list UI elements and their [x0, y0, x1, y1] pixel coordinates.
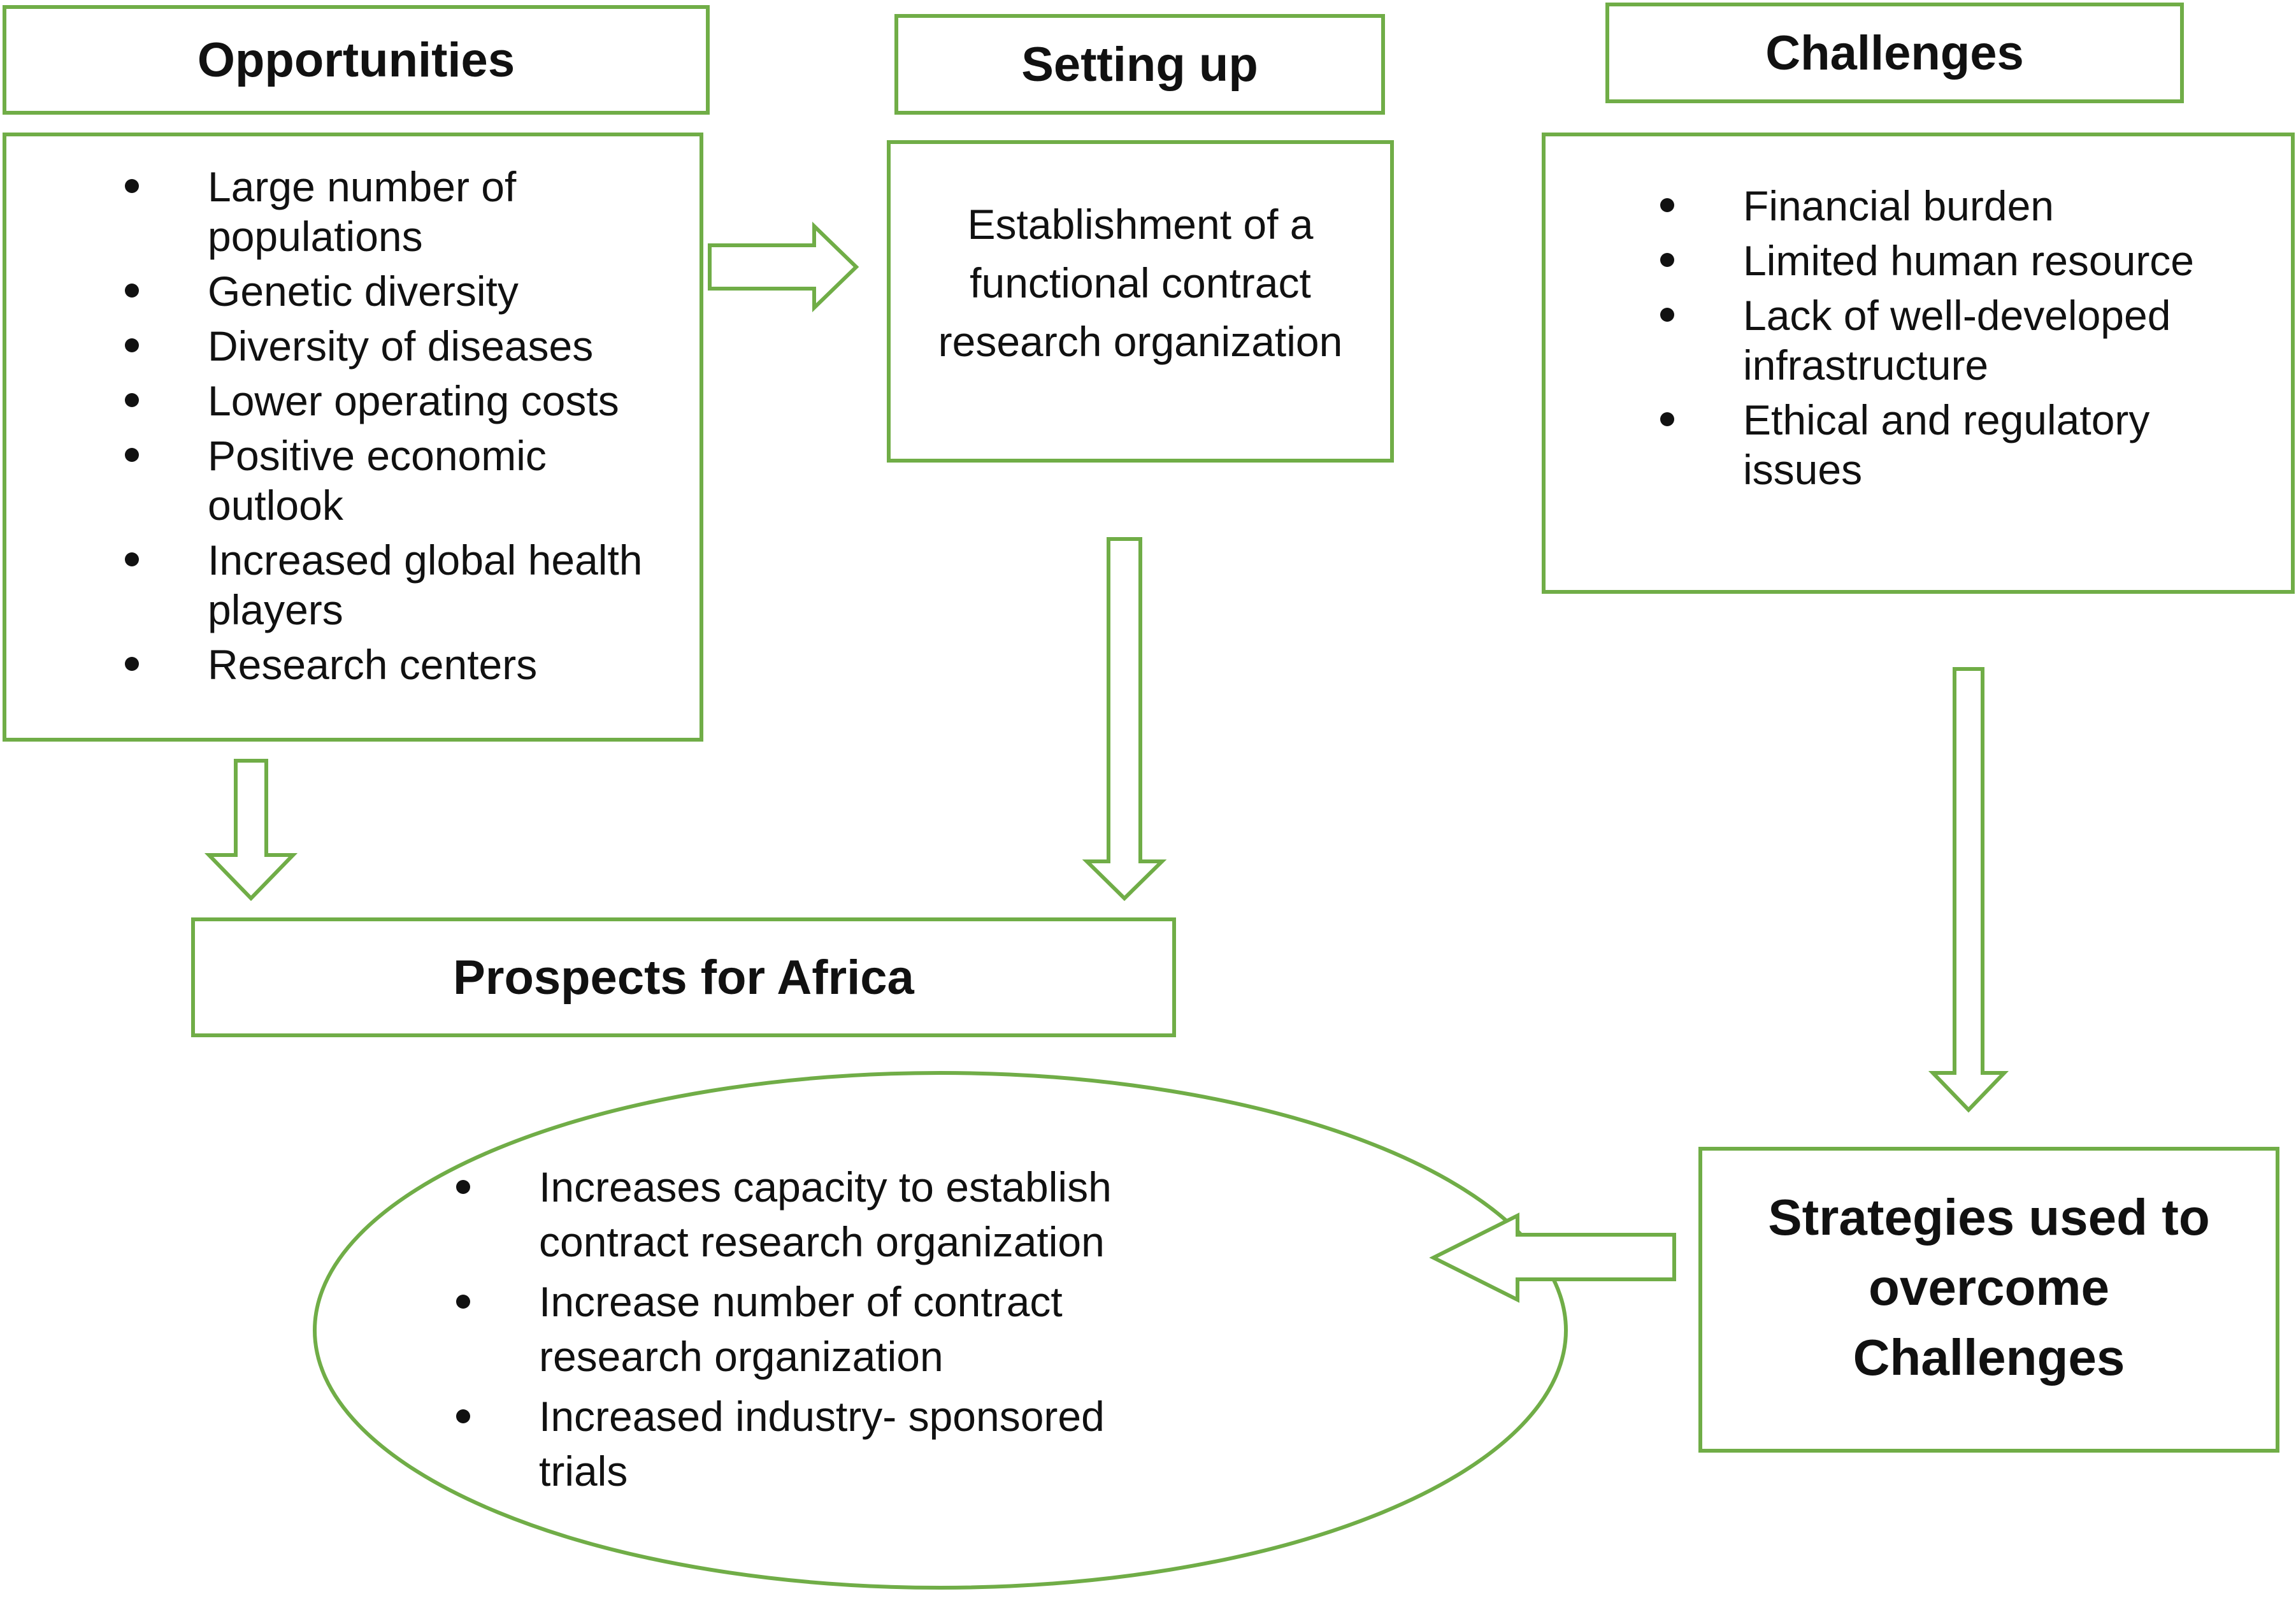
challenges-box: Financial burden Limited human resource …	[1542, 133, 2295, 594]
bullet-icon	[1660, 198, 1674, 212]
bullet-icon	[125, 393, 139, 407]
bullet-icon	[125, 284, 139, 298]
list-item: Increased industry- sponsored trials	[456, 1389, 1182, 1499]
opportunity-text: Genetic diversity	[208, 268, 519, 315]
challenges-title: Challenges	[1765, 25, 2024, 80]
bullet-icon	[456, 1295, 470, 1309]
prospects-header: Prospects for Africa	[191, 917, 1176, 1037]
list-item: Diversity of diseases	[125, 321, 685, 371]
challenges-list: Financial burden Limited human resource …	[1660, 181, 2234, 500]
list-item: Ethical and regulatory issues	[1660, 395, 2234, 494]
challenge-text: Ethical and regulatory issues	[1743, 396, 2150, 493]
list-item: Increase number of contract research org…	[456, 1274, 1182, 1384]
prospect-text: Increases capacity to establish contract…	[539, 1163, 1112, 1265]
challenge-text: Limited human resource	[1743, 237, 2195, 284]
list-item: Increases capacity to establish contract…	[456, 1160, 1182, 1269]
arrow-left-icon	[1429, 1212, 1676, 1303]
list-item: Lower operating costs	[125, 376, 685, 426]
opportunity-text: Research centers	[208, 641, 538, 688]
setting-up-box: Establishment of a functional contract r…	[887, 140, 1394, 463]
list-item: Large number of populations	[125, 162, 685, 261]
bullet-icon	[456, 1180, 470, 1194]
opportunities-title: Opportunities	[197, 32, 515, 87]
opportunities-list: Large number of populations Genetic dive…	[125, 162, 685, 694]
list-item: Genetic diversity	[125, 266, 685, 316]
challenge-text: Financial burden	[1743, 182, 2054, 229]
prospect-text: Increased industry- sponsored trials	[539, 1393, 1105, 1495]
setting-up-header: Setting up	[894, 14, 1385, 115]
bullet-icon	[125, 338, 139, 352]
challenges-header: Challenges	[1605, 3, 2184, 103]
opportunities-box: Large number of populations Genetic dive…	[3, 133, 703, 742]
list-item: Lack of well-developed infrastructure	[1660, 291, 2234, 390]
opportunity-text: Positive economic outlook	[208, 432, 547, 529]
arrow-right-icon	[708, 221, 859, 313]
opportunities-header: Opportunities	[3, 5, 710, 115]
list-item: Financial burden	[1660, 181, 2234, 231]
arrow-down-icon	[1082, 537, 1167, 902]
arrow-down-icon	[1928, 667, 2009, 1113]
list-item: Research centers	[125, 640, 685, 689]
prospect-text: Increase number of contract research org…	[539, 1278, 1063, 1380]
prospects-title: Prospects for Africa	[453, 950, 914, 1005]
list-item: Positive economic outlook	[125, 431, 685, 530]
challenge-text: Lack of well-developed infrastructure	[1743, 292, 2171, 389]
bullet-icon	[125, 179, 139, 193]
bullet-icon	[1660, 412, 1674, 426]
bullet-icon	[125, 448, 139, 462]
setting-up-title: Setting up	[1021, 37, 1258, 92]
prospects-list: Increases capacity to establish contract…	[456, 1160, 1182, 1504]
opportunity-text: Large number of populations	[208, 163, 517, 260]
setting-up-text: Establishment of a functional contract r…	[938, 201, 1343, 365]
strategies-title: Strategies used to overcome Challenges	[1768, 1189, 2210, 1386]
list-item: Limited human resource	[1660, 236, 2234, 285]
bullet-icon	[456, 1409, 470, 1423]
list-item: Increased global health players	[125, 535, 685, 635]
arrow-down-icon	[204, 759, 298, 902]
bullet-icon	[125, 657, 139, 671]
bullet-icon	[125, 552, 139, 566]
bullet-icon	[1660, 253, 1674, 267]
opportunity-text: Increased global health players	[208, 536, 643, 633]
opportunity-text: Diversity of diseases	[208, 322, 594, 370]
bullet-icon	[1660, 308, 1674, 322]
opportunity-text: Lower operating costs	[208, 377, 619, 424]
strategies-box: Strategies used to overcome Challenges	[1698, 1147, 2279, 1453]
